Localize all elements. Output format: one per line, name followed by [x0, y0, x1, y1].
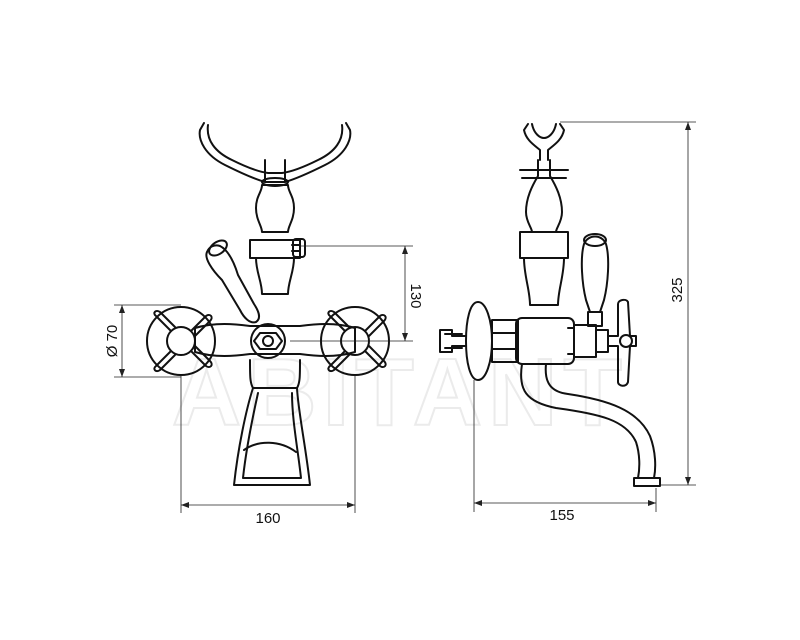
left-hub	[166, 326, 196, 356]
left-cross-handle	[153, 309, 213, 373]
front-column	[255, 184, 295, 233]
dim-155-label: 155	[549, 507, 574, 524]
side-lever	[580, 235, 610, 313]
side-spout	[520, 363, 657, 479]
side-column-ring	[519, 231, 569, 259]
watermark-text: ABITANT	[172, 339, 628, 446]
side-column-band	[519, 169, 569, 179]
front-dimensions: Ø 70 130 160	[104, 245, 424, 527]
dim-325-label: 325	[669, 277, 686, 302]
dim-diameter-label: Ø 70	[104, 325, 121, 358]
side-inlet-inner	[444, 333, 463, 349]
side-lever-stem	[587, 311, 603, 327]
center-hex	[253, 332, 283, 350]
diverter-cap	[292, 238, 306, 258]
front-spout	[233, 359, 311, 486]
center-hole	[262, 335, 274, 347]
side-cross-handle	[607, 298, 637, 387]
right-cross-handle	[327, 309, 387, 373]
front-body	[194, 323, 356, 357]
center-nut	[250, 323, 286, 359]
spout-mouth	[243, 441, 297, 453]
side-wall-flange	[465, 301, 493, 381]
lever-handle	[205, 244, 261, 324]
side-spout-tip	[633, 477, 661, 487]
dim-160-label: 160	[255, 510, 280, 527]
side-dimensions: 155 325	[473, 121, 696, 524]
side-view	[439, 123, 661, 487]
column-lower	[255, 257, 295, 295]
side-hex-faces	[491, 332, 519, 350]
shower-cradle	[198, 122, 352, 183]
side-cartridge-edge	[567, 327, 575, 355]
side-lever-cap	[583, 233, 607, 247]
dim-130-label: 130	[407, 283, 424, 308]
lever-cap	[208, 239, 228, 257]
side-cradle	[523, 123, 565, 161]
column-cap	[261, 177, 289, 187]
side-column-lower	[523, 257, 565, 306]
side-handle-hub	[619, 334, 633, 348]
